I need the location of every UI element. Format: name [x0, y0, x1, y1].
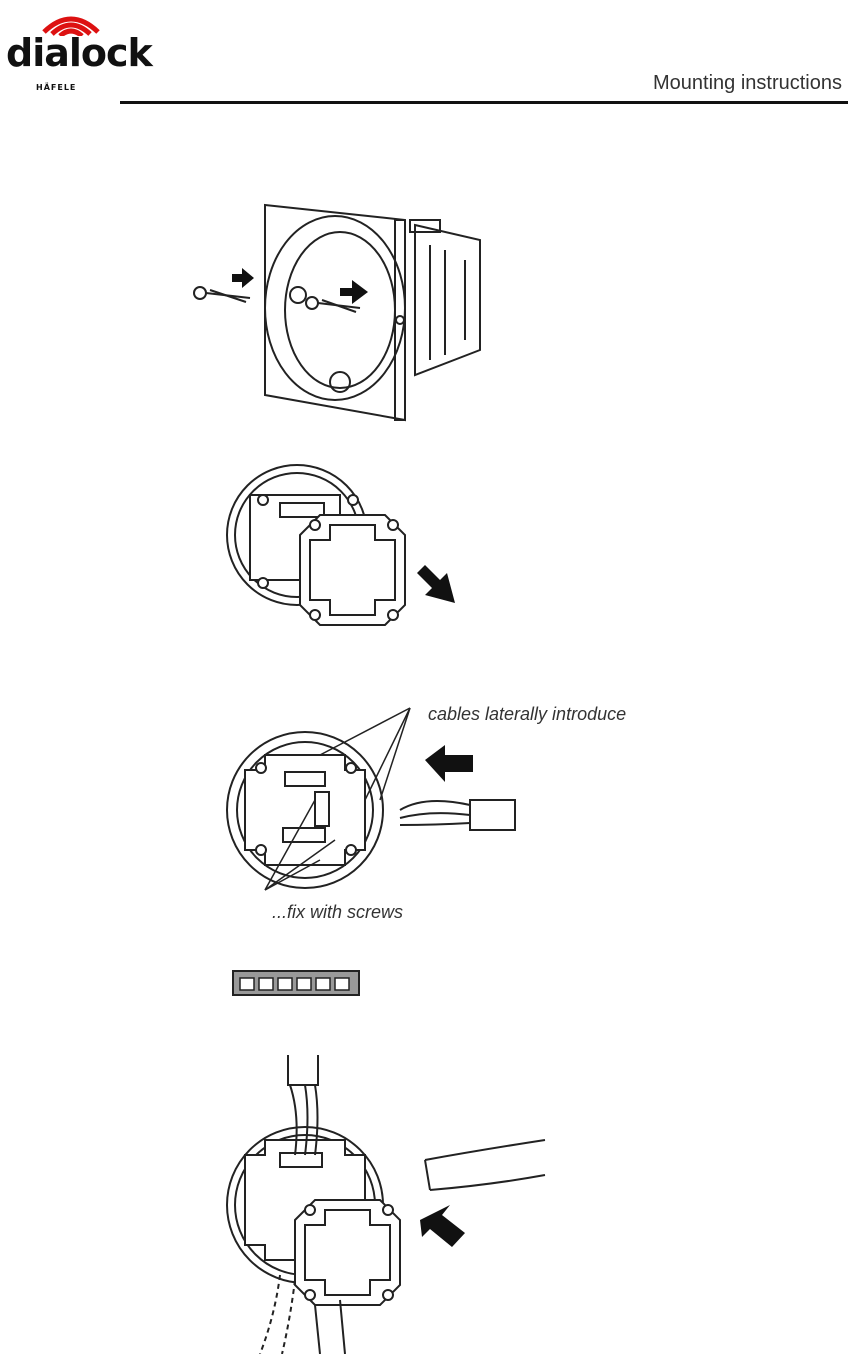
logo-wordmark: dialock: [6, 34, 152, 72]
caption-fix-with-screws: ...fix with screws: [272, 902, 403, 923]
dialock-logo: dialock HÄFELE: [6, 6, 136, 98]
terminal-block-icon: [285, 772, 325, 786]
arrow-icon: [232, 268, 254, 288]
terminal-block-icon: [280, 503, 324, 517]
screw-icon: [194, 287, 250, 302]
terminal-strip-icon: [232, 970, 362, 998]
logo-sub-brand: HÄFELE: [36, 83, 76, 92]
figure-final-assembly: [220, 1045, 570, 1354]
figure-cover-removal: [225, 455, 475, 670]
cable-icon: [400, 800, 515, 830]
terminal-block-icon: [283, 828, 325, 842]
arrow-icon: [417, 565, 455, 603]
figure-flush-box-screws: [180, 190, 520, 430]
figure-cable-introduction: [225, 700, 645, 920]
arrow-icon: [425, 745, 473, 782]
terminal-block-icon: [280, 1153, 322, 1167]
terminal-block-icon: [315, 792, 329, 826]
caption-cables-laterally-introduce: cables laterally introduce: [428, 704, 626, 725]
header-divider: [120, 101, 848, 104]
arrow-icon: [420, 1205, 465, 1247]
page-title: Mounting instructions: [653, 72, 842, 95]
